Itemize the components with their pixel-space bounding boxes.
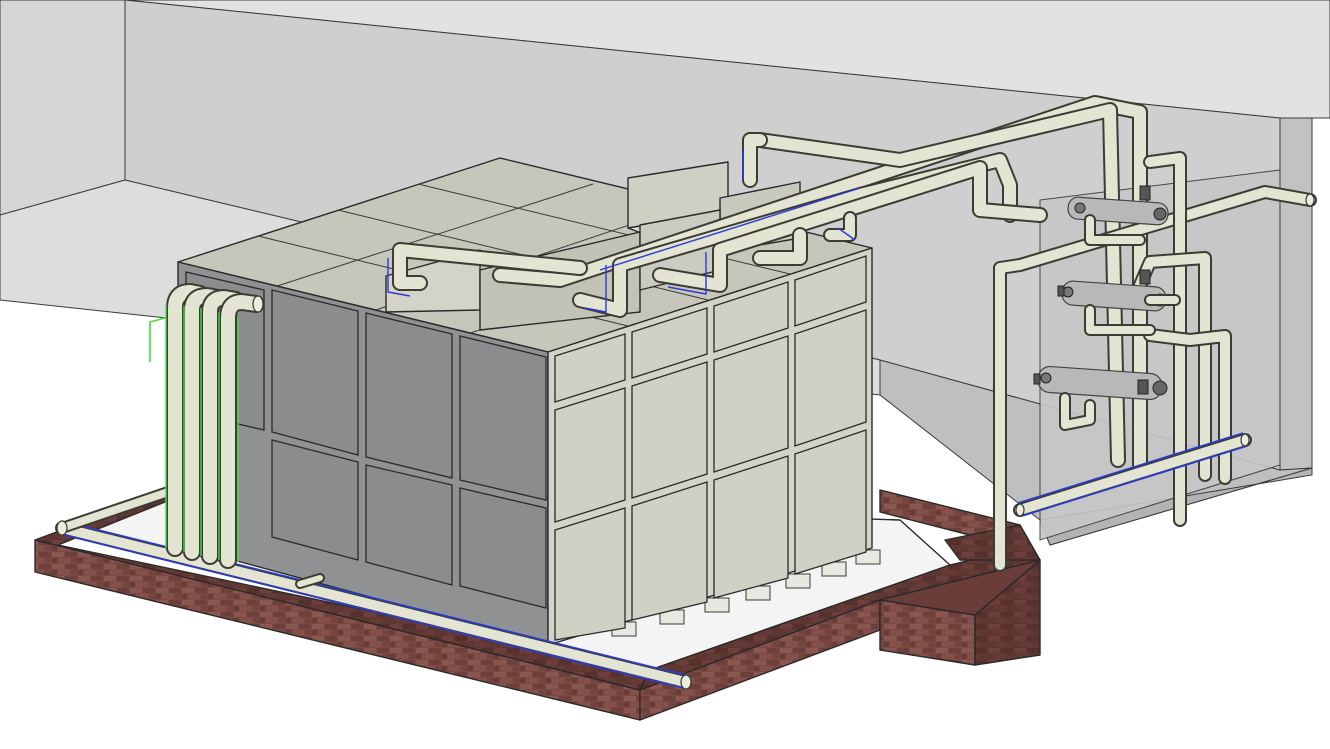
pipe-selection-highlight [387, 150, 861, 313]
pipe-front-long[interactable] [55, 486, 692, 689]
pipe-network[interactable] [55, 95, 1317, 689]
pipe-right-lower[interactable] [1013, 432, 1252, 517]
pipe-overflow-bundle[interactable] [149, 283, 265, 569]
pipe-fittings [56, 193, 1315, 690]
uv-sterilizer-group[interactable] [1033, 185, 1181, 431]
valve-icon[interactable] [1033, 185, 1151, 395]
